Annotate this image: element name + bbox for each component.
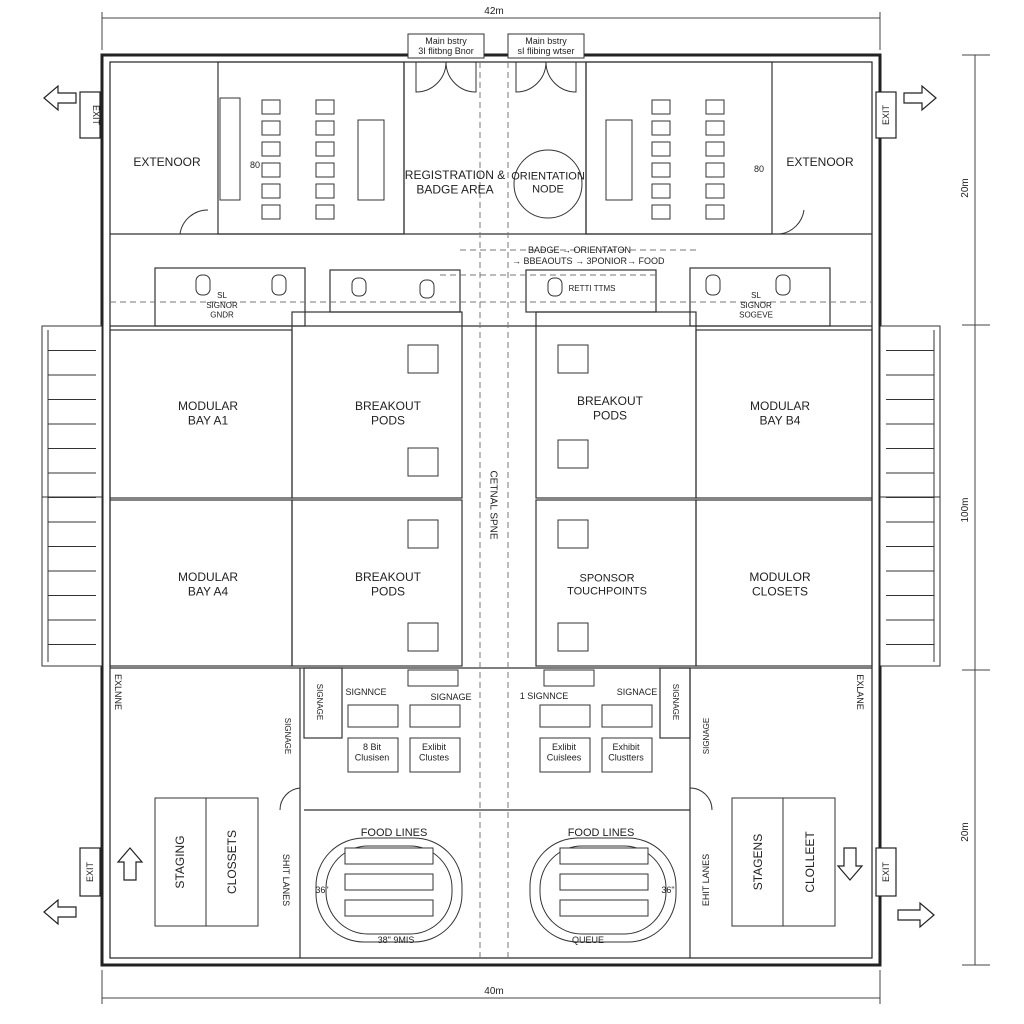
seat-icon — [705, 183, 725, 199]
room-label-staging-right-2: CLOLLEET — [803, 831, 817, 893]
room-label-signage-1: SIGNNCE — [345, 687, 386, 697]
exit-label-bottom-right: EXIT — [881, 862, 891, 883]
room-label-central-spine: CETNAL SPNE — [488, 470, 499, 539]
room-label-shit-lanes-right: EHIT LANES — [701, 854, 711, 906]
dimension-lines — [101, 12, 990, 1004]
dim-top: 42m — [484, 6, 503, 17]
room-label-signage-v-small-left: SIGNAGE — [315, 684, 324, 720]
exit-label-top-right: EXIT — [881, 105, 891, 126]
room-label-shit-lanes-left: SHIT LANES — [281, 854, 291, 906]
room-label-exlane-right: EXLANE — [855, 674, 865, 710]
seat-icon — [651, 99, 671, 115]
dim-right-1: 20m — [960, 178, 971, 197]
seat-icon — [705, 99, 725, 115]
room-label-food-lines-left: FOOD LINES — [361, 827, 428, 839]
entry-sign — [507, 33, 585, 59]
seat-icon — [651, 141, 671, 157]
seat-icon — [261, 162, 281, 178]
room-label-signage-3: 1 SIGNNCE — [520, 691, 569, 701]
exit-signs — [43, 84, 937, 929]
room-labels: EXTENOOR EXTENOOR REGISTRATION &BADGE AREA… — [113, 155, 865, 945]
seat-icon — [705, 120, 725, 136]
room-label-staging-right-1: STAGENS — [751, 834, 765, 890]
room-label-signage-v-right: SIGNAGE — [702, 718, 711, 754]
room-label-queue: QUEUE — [572, 935, 604, 945]
central-spine-lines — [110, 62, 872, 958]
seat-icon — [315, 183, 335, 199]
room-label-signage-v-left: SIGNAGE — [283, 718, 292, 754]
seat-icon — [261, 120, 281, 136]
flow-note-line-2: → BBEAOUTS → 3PONIOR→ FOOD — [512, 256, 665, 266]
seat-icon — [261, 99, 281, 115]
dim-right-2: 100m — [960, 497, 971, 522]
room-label-staging-left-2: CLOSSETS — [225, 830, 239, 894]
seat-icon — [315, 99, 335, 115]
seat-icon — [705, 204, 725, 220]
seat-icon — [705, 141, 725, 157]
room-label-mark-38: 38" 9MIS — [378, 935, 415, 945]
dim-bottom: 40m — [484, 986, 503, 997]
room-label-registration: REGISTRATION &BADGE AREA — [405, 168, 505, 196]
interior-walls — [109, 61, 873, 958]
seat-icon — [261, 183, 281, 199]
seat-icon — [315, 204, 335, 220]
fixtures — [154, 97, 836, 943]
side-panels — [41, 325, 941, 667]
seating-grids — [261, 99, 725, 220]
room-label-mark-36-right: 36" — [661, 885, 674, 895]
exit-label-bottom-left: EXIT — [85, 862, 95, 883]
flow-note-line-1: BADGE → ORIENTATON — [528, 245, 631, 255]
doors — [179, 61, 805, 811]
room-label-restroom-center: RETTI TTMS — [569, 284, 616, 293]
room-label-signage-2: SIGNAGE — [430, 692, 471, 702]
seat-icon — [261, 141, 281, 157]
seat-icon — [315, 162, 335, 178]
room-label-exlane-left: EXLNNE — [113, 674, 123, 710]
room-label-extenoor-left: EXTENOOR — [133, 155, 201, 169]
seat-icon — [261, 204, 281, 220]
room-label-signage-v-small-right: SIGNAGE — [671, 684, 680, 720]
mark-80-right: 80 — [754, 164, 764, 174]
room-label-staging-left-1: STAGING — [173, 835, 187, 888]
room-label-extenoor-right: EXTENOOR — [786, 155, 854, 169]
seat-icon — [315, 120, 335, 136]
room-label-mark-36-left: 36" — [315, 885, 328, 895]
exit-label-top-left: EXIT — [91, 105, 101, 126]
entry-sign — [407, 33, 485, 59]
seat-icon — [315, 141, 335, 157]
mark-80-left: 80 — [250, 160, 260, 170]
dim-right-3: 20m — [960, 822, 971, 841]
seat-icon — [651, 120, 671, 136]
seat-icon — [651, 204, 671, 220]
seat-icon — [705, 162, 725, 178]
seat-icon — [651, 162, 671, 178]
room-label-food-lines-right: FOOD LINES — [568, 827, 635, 839]
seat-icon — [651, 183, 671, 199]
room-label-signage-4: SIGNACE — [617, 687, 658, 697]
